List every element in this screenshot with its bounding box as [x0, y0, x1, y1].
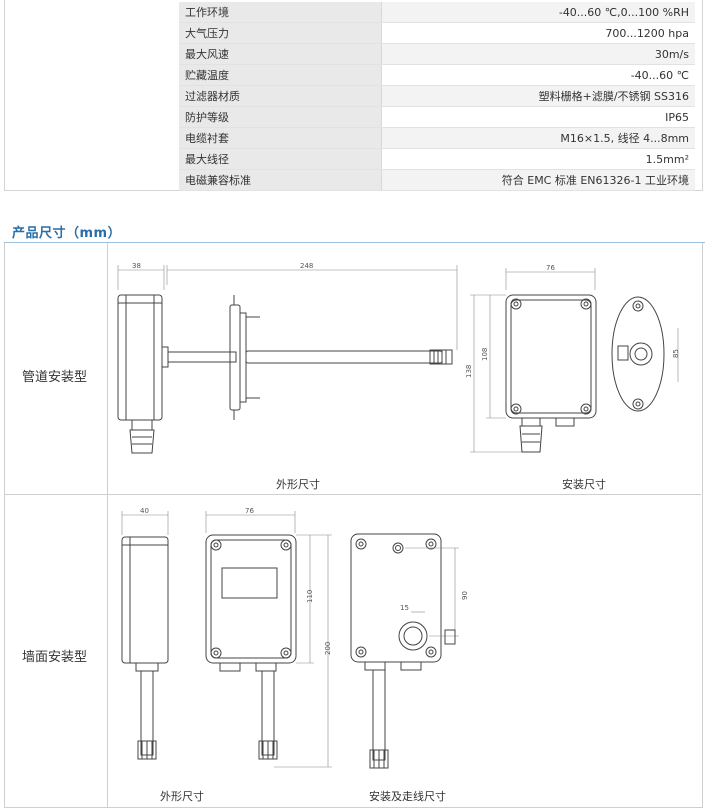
duct-front-drawing: 76 108 138: [465, 264, 597, 453]
dim-duct-flange: 85: [672, 349, 680, 358]
row-divider: [4, 494, 701, 495]
spec-value: -40...60 ℃,0...100 %RH: [381, 2, 695, 23]
spec-label: 最大风速: [179, 43, 382, 65]
spec-value: 塑料栅格+滤膜/不锈钢 SS316: [381, 85, 695, 107]
dim-wall-width: 76: [245, 507, 254, 515]
spec-label: 贮藏温度: [179, 64, 382, 86]
spec-value: IP65: [381, 106, 695, 128]
wall-side-drawing: 40: [121, 507, 169, 760]
dim-wall-h1: 110: [306, 590, 314, 603]
dimensions-panel: [4, 243, 703, 808]
wall-mount-drawing: 15 90: [350, 533, 469, 769]
dim-duct-h2: 138: [465, 365, 473, 378]
dim-wall-h2: 200: [324, 642, 332, 655]
column-divider: [107, 243, 108, 807]
spec-label: 工作环境: [179, 2, 382, 23]
dim-duct-width: 76: [546, 264, 555, 272]
section-title: 产品尺寸（mm）: [12, 226, 122, 241]
dim-wall-depth: 40: [140, 507, 149, 515]
spec-row: 过滤器材质塑料栅格+滤膜/不锈钢 SS316: [179, 85, 695, 107]
spec-label: 电磁兼容标准: [179, 169, 382, 191]
spec-label: 防护等级: [179, 106, 382, 128]
spec-label: 大气压力: [179, 22, 382, 44]
caption-wall-outline: 外形尺寸: [160, 790, 204, 803]
section-title-rule: [4, 242, 705, 243]
wall-front-drawing: 76 110 200: [205, 507, 332, 768]
caption-wall-mount: 安装及走线尺寸: [369, 790, 446, 803]
spec-row: 贮藏温度-40...60 ℃: [179, 64, 695, 86]
spec-row: 电磁兼容标准符合 EMC 标准 EN61326-1 工业环境: [179, 169, 695, 191]
spec-value: 30m/s: [381, 43, 695, 65]
spec-value: 符合 EMC 标准 EN61326-1 工业环境: [381, 169, 695, 191]
duct-side-drawing: 38 248: [117, 262, 458, 454]
dim-wall-hole-v: 90: [461, 591, 469, 600]
duct-flange-drawing: 85: [611, 296, 680, 412]
row-label-wall: 墙面安装型: [22, 650, 88, 665]
dim-duct-probe: 248: [300, 262, 313, 270]
spec-value: 1.5mm²: [381, 148, 695, 170]
spec-value: M16×1.5, 线径 4...8mm: [381, 127, 695, 149]
dim-duct-h1: 108: [481, 348, 489, 361]
caption-duct-outline: 外形尺寸: [276, 478, 320, 491]
spec-label: 电缆衬套: [179, 127, 382, 149]
row-label-duct: 管道安装型: [22, 370, 88, 385]
dim-duct-depth: 38: [132, 262, 141, 270]
spec-row: 工作环境-40...60 ℃,0...100 %RH: [179, 2, 695, 23]
spec-value: -40...60 ℃: [381, 64, 695, 86]
dim-wall-hole-h: 15: [400, 604, 409, 612]
spec-value: 700...1200 hpa: [381, 22, 695, 44]
caption-duct-mount: 安装尺寸: [562, 478, 606, 491]
spec-label: 过滤器材质: [179, 85, 382, 107]
spec-label: 最大线径: [179, 148, 382, 170]
